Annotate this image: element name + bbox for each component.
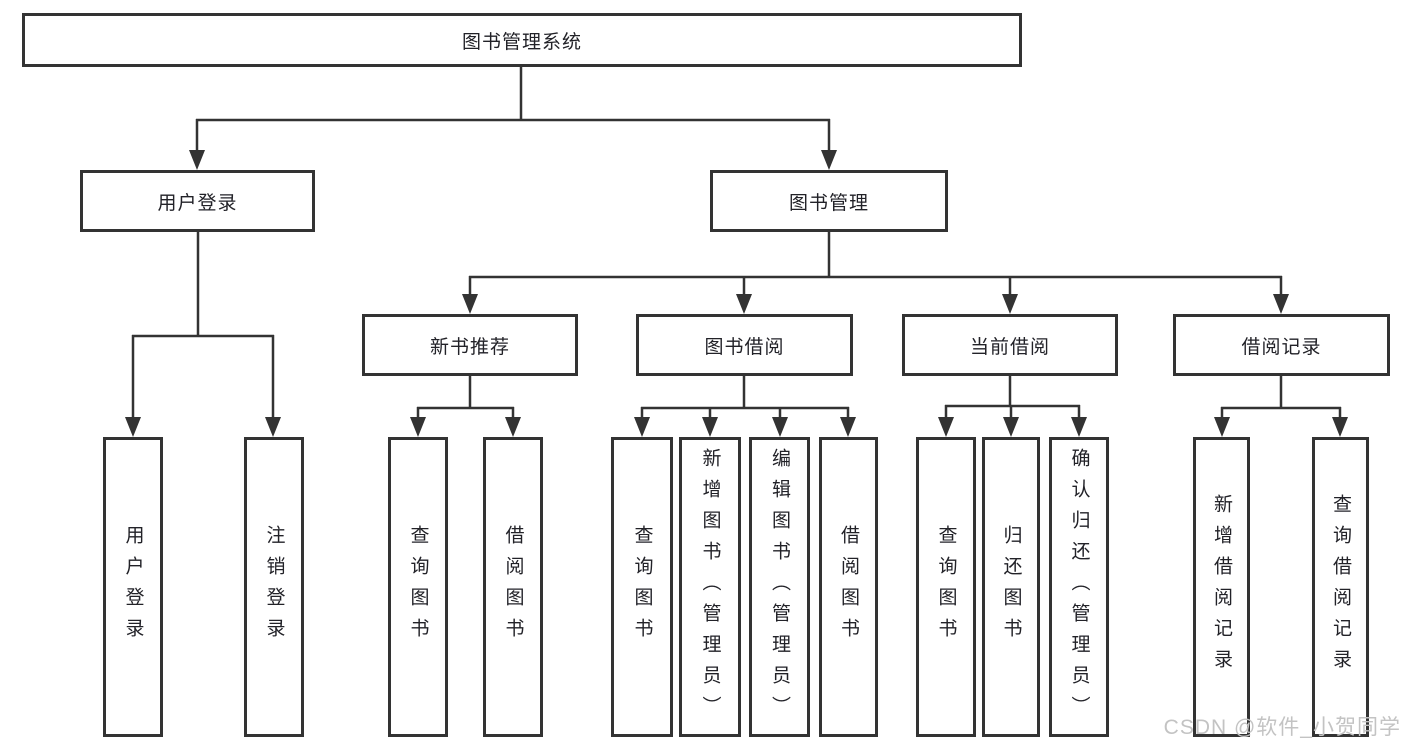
csdn-watermark: CSDN @软件_小贺同学 (1163, 716, 1401, 739)
leaf-add-books-admin: 新增图书（管理员） (679, 437, 741, 737)
leaf-borrow-books: 借阅图书 (819, 437, 878, 737)
node-root-label: 图书管理系统 (461, 31, 582, 53)
leaf-edit-books-admin: 编辑图书（管理员） (749, 437, 810, 737)
leaf-query-books-current: 查询图书 (916, 437, 976, 737)
leaf-label: 新增图书（管理员） (699, 447, 721, 727)
leaf-label: 用户登录 (122, 525, 144, 649)
leaf-label: 查询图书 (631, 525, 653, 649)
leaf-label: 新增借阅记录 (1211, 494, 1232, 680)
node-label: 当前借阅 (969, 336, 1050, 358)
leaf-add-borrow-record: 新增借阅记录 (1193, 437, 1250, 737)
leaf-return-books: 归还图书 (982, 437, 1040, 737)
leaf-logout: 注销登录 (244, 437, 304, 737)
node-label: 图书管理 (788, 192, 869, 214)
leaf-label: 借阅图书 (502, 525, 524, 649)
leaf-label: 注销登录 (263, 525, 285, 649)
node-user-login-branch: 用户登录 (80, 170, 315, 232)
leaf-borrow-books-recommend: 借阅图书 (483, 437, 543, 737)
leaf-label: 归还图书 (1000, 525, 1022, 649)
node-new-book-recommend: 新书推荐 (362, 314, 578, 376)
node-book-borrow: 图书借阅 (636, 314, 853, 376)
leaf-label: 借阅图书 (838, 525, 859, 649)
leaf-label: 查询图书 (935, 525, 957, 649)
leaf-confirm-return-admin: 确认归还（管理员） (1049, 437, 1109, 737)
node-label: 借阅记录 (1241, 336, 1322, 358)
node-root-system: 图书管理系统 (22, 13, 1022, 67)
leaf-query-borrow-record: 查询借阅记录 (1312, 437, 1369, 737)
leaf-label: 确认归还（管理员） (1068, 447, 1090, 727)
leaf-label: 查询借阅记录 (1330, 494, 1351, 680)
node-borrow-records: 借阅记录 (1173, 314, 1390, 376)
leaf-query-books-recommend: 查询图书 (388, 437, 448, 737)
leaf-query-books-borrow: 查询图书 (611, 437, 673, 737)
node-book-management-branch: 图书管理 (710, 170, 948, 232)
node-current-borrow: 当前借阅 (902, 314, 1118, 376)
leaf-user-login: 用户登录 (103, 437, 163, 737)
node-label: 新书推荐 (429, 336, 510, 358)
node-label: 图书借阅 (704, 336, 785, 358)
node-label: 用户登录 (157, 192, 238, 214)
leaf-label: 查询图书 (407, 525, 429, 649)
leaf-label: 编辑图书（管理员） (769, 447, 790, 727)
